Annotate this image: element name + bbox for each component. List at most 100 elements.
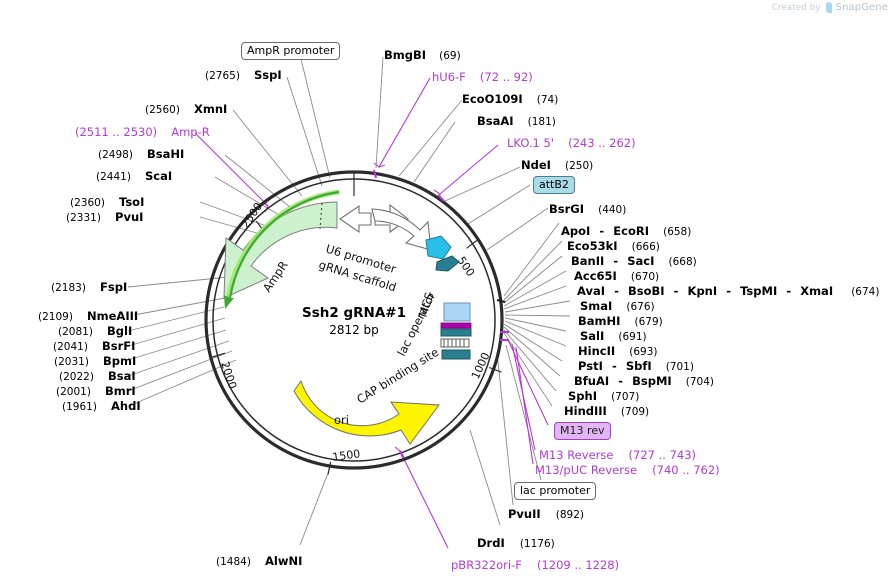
primer-position: (1209 .. 1228) bbox=[536, 558, 620, 572]
label-pvui[interactable]: (2331) PvuI bbox=[66, 208, 143, 224]
leader-lines-left-primer bbox=[194, 132, 269, 213]
label-lko1-5prime[interactable]: LKO.1 5' (243 .. 262) bbox=[507, 134, 636, 150]
enzyme-position: (69) bbox=[439, 50, 461, 62]
enzyme-position: (2331) bbox=[66, 212, 101, 224]
label-ndei[interactable]: NdeI (250) bbox=[521, 156, 593, 172]
primer-name: M13 Reverse bbox=[539, 448, 614, 462]
enzyme-position: (2765) bbox=[205, 70, 240, 82]
enzyme-name: TsoI bbox=[119, 195, 145, 209]
label-scai[interactable]: (2441) ScaI bbox=[96, 167, 172, 183]
plasmid-size: 2812 bp bbox=[329, 323, 379, 337]
tick-label-1500: 1500 bbox=[332, 447, 362, 464]
label-mcs-psti-sbfi[interactable]: PstI - SbfI (701) bbox=[578, 359, 694, 373]
label-ahdi[interactable]: (1961) AhdI bbox=[62, 397, 141, 413]
enzyme-name: BmgBI bbox=[384, 48, 427, 62]
enzyme-name: EcoRI bbox=[613, 224, 649, 238]
primer-name: M13/pUC Reverse bbox=[535, 463, 638, 477]
enzyme-name: BsoBI bbox=[628, 284, 665, 298]
badge-lac-promoter[interactable]: lac promoter bbox=[514, 482, 597, 500]
label-sspi[interactable]: (2765) SspI bbox=[205, 66, 282, 82]
label-mcs-sphi[interactable]: SphI (707) bbox=[568, 387, 639, 403]
primer-position: (72 .. 92) bbox=[479, 70, 533, 84]
enzyme-position: (1961) bbox=[62, 401, 97, 413]
badge-ampr-promoter[interactable]: AmpR promoter bbox=[241, 42, 341, 60]
label-bsahi[interactable]: (2498) BsaHI bbox=[98, 145, 184, 161]
badge-attb2[interactable]: attB2 bbox=[533, 176, 575, 194]
label-amp-r[interactable]: (2511 .. 2530) Amp-R bbox=[75, 123, 210, 139]
label-ecoo109i[interactable]: EcoO109I (74) bbox=[462, 90, 558, 106]
badge-m13-rev[interactable]: M13 rev bbox=[554, 422, 611, 440]
label-xmni[interactable]: (2560) XmnI bbox=[145, 100, 227, 116]
primer-position: (243 .. 262) bbox=[568, 136, 636, 150]
enzyme-name: TspMI bbox=[740, 284, 778, 298]
label-mcs-acc65i[interactable]: Acc65I (670) bbox=[574, 267, 659, 283]
primer-name: Amp-R bbox=[171, 125, 210, 139]
label-bsrfi[interactable]: (2041) BsrFI bbox=[53, 337, 135, 353]
primer-position: (740 .. 762) bbox=[652, 463, 720, 477]
enzyme-name: AhdI bbox=[111, 399, 141, 413]
label-bpmi[interactable]: (2031) BpmI bbox=[54, 352, 136, 368]
enzyme-position: (2081) bbox=[58, 326, 93, 338]
enzyme-name: NdeI bbox=[521, 158, 551, 172]
label-bmri[interactable]: (2001) BmrI bbox=[56, 382, 136, 398]
enzyme-name: PvuII bbox=[508, 507, 541, 521]
enzyme-position: (1176) bbox=[519, 538, 555, 550]
coordinate-ticks: 500 1000 1500 2000 2500 bbox=[212, 172, 502, 475]
label-mcs-smai[interactable]: SmaI (676) bbox=[580, 297, 655, 313]
enzyme-position: (693) bbox=[629, 346, 658, 358]
enzyme-position: (2022) bbox=[59, 371, 94, 383]
tick-label-500: 500 bbox=[455, 254, 478, 279]
enzyme-name: BfuAI bbox=[574, 374, 610, 388]
watermark-brand: SnapGene bbox=[835, 2, 888, 13]
leader-lines-left bbox=[127, 54, 331, 546]
enzyme-position: (676) bbox=[626, 301, 655, 313]
enzyme-position: (2360) bbox=[70, 197, 105, 209]
ring-site-marks bbox=[373, 169, 509, 459]
label-mcs-sali[interactable]: SalI (691) bbox=[580, 327, 647, 343]
enzyme-position: (181) bbox=[527, 116, 556, 128]
label-m13-puc-reverse[interactable]: M13/pUC Reverse (740 .. 762) bbox=[535, 461, 720, 477]
enzyme-position: (250) bbox=[565, 160, 594, 172]
enzyme-position: (2441) bbox=[96, 171, 131, 183]
label-fspi[interactable]: (2183) FspI bbox=[51, 278, 127, 294]
label-tsoi[interactable]: (2360) TsoI bbox=[70, 193, 144, 209]
enzyme-name: SphI bbox=[568, 389, 597, 403]
label-mcs-apoi-ecori[interactable]: ApoI - EcoRI (658) bbox=[561, 224, 692, 238]
enzyme-name: BsrGI bbox=[549, 202, 584, 216]
label-hu6-f[interactable]: hU6-F (72 .. 92) bbox=[432, 68, 533, 84]
enzyme-name: SmaI bbox=[580, 299, 613, 313]
enzyme-name: BamHI bbox=[578, 314, 621, 328]
enzyme-name: XmnI bbox=[194, 102, 228, 116]
label-bsaai[interactable]: BsaAI (181) bbox=[477, 112, 556, 128]
enzyme-position: (704) bbox=[685, 376, 715, 388]
label-pvuii[interactable]: PvuII (892) bbox=[508, 505, 584, 521]
enzyme-name: AlwNI bbox=[265, 554, 303, 568]
enzyme-position: (668) bbox=[668, 256, 697, 268]
label-m13-reverse[interactable]: M13 Reverse (727 .. 743) bbox=[539, 446, 696, 462]
label-mcs-banii-saci[interactable]: BanII - SacI (668) bbox=[571, 254, 697, 268]
label-bsrgi[interactable]: BsrGI (440) bbox=[549, 200, 626, 216]
enzyme-position: (691) bbox=[618, 331, 647, 343]
label-bgli[interactable]: (2081) BglI bbox=[58, 322, 132, 338]
label-mcs-hincii[interactable]: HincII (693) bbox=[578, 342, 657, 358]
label-bmgbi[interactable]: BmgBI (69) bbox=[384, 46, 461, 62]
label-mcs-avai-group[interactable]: AvaI - BsoBI - KpnI - TspMI - XmaI (674) bbox=[577, 284, 880, 298]
enzyme-name: FspI bbox=[100, 280, 128, 294]
label-mcs-eco53ki[interactable]: Eco53kI (666) bbox=[567, 237, 660, 253]
enzyme-name: PstI bbox=[578, 359, 603, 373]
label-mcs-hindiii[interactable]: HindIII (709) bbox=[564, 402, 649, 418]
primer-name: pBR322ori-F bbox=[451, 558, 522, 572]
label-drdi[interactable]: DrdI (1176) bbox=[477, 534, 555, 550]
enzyme-name: ScaI bbox=[145, 169, 173, 183]
label-mcs-bamhi[interactable]: BamHI (679) bbox=[578, 312, 663, 328]
enzyme-name: BsaAI bbox=[477, 114, 514, 128]
label-mcs-bfuai-bspmi[interactable]: BfuAI - BspMI (704) bbox=[574, 374, 715, 388]
watermark-prefix: Created by bbox=[771, 2, 821, 13]
label-pbr322ori-f[interactable]: pBR322ori-F (1209 .. 1228) bbox=[451, 556, 619, 572]
label-nmeaiii[interactable]: (2109) NmeAIII bbox=[38, 307, 138, 323]
label-alwni[interactable]: (1484) AlwNI bbox=[216, 552, 302, 568]
enzyme-position: (2031) bbox=[54, 356, 89, 368]
label-bsai[interactable]: (2022) BsaI bbox=[59, 367, 136, 383]
enzyme-position: (658) bbox=[663, 226, 692, 238]
